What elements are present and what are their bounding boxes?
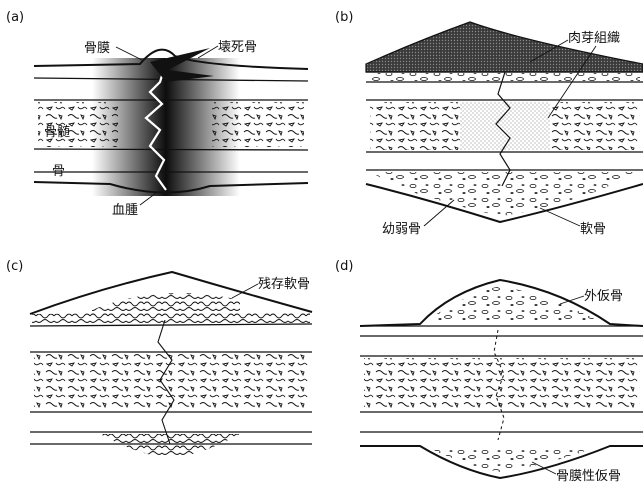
panel-c: (c) 残存軟骨	[6, 259, 312, 458]
panel-a: (a) 骨膜 壊死骨 骨髄 骨 血腫	[6, 10, 308, 218]
label-necrotic-bone: 壊死骨	[218, 40, 257, 55]
label-marrow: 骨髄	[44, 125, 70, 140]
b-marrow-left	[370, 102, 460, 150]
label-external-callus: 外仮骨	[584, 289, 623, 304]
label-hematoma: 血腫	[112, 202, 138, 218]
panel-d-label: (d)	[335, 259, 353, 274]
panel-a-label: (a)	[6, 10, 24, 25]
c-callus-fill	[92, 293, 240, 314]
label-cartilage: 軟骨	[580, 221, 606, 237]
leader-periosteal-callus	[532, 462, 556, 474]
granulation-mound-upper	[366, 22, 643, 72]
label-residual-cartilage: 残存軟骨	[258, 276, 310, 292]
d-marrow-texture	[364, 358, 640, 410]
panel-b: (b) 肉芽組織 幼弱骨 軟骨	[335, 10, 643, 237]
panel-c-label: (c)	[6, 259, 23, 274]
label-bone: 骨	[52, 164, 65, 179]
label-periosteum: 骨膜	[84, 41, 110, 56]
b-woven-bone-fill	[370, 172, 640, 216]
panel-b-label: (b)	[335, 10, 353, 25]
b-granulation-stipple	[460, 102, 550, 150]
label-granulation-tissue: 肉芽組織	[568, 31, 620, 46]
marrow-texture-right	[212, 102, 304, 147]
label-woven-bone: 幼弱骨	[382, 222, 421, 237]
b-marrow-right	[550, 102, 640, 150]
leader-cartilage	[540, 208, 580, 226]
b-upper-callus	[370, 73, 640, 81]
marrow-bottom-line	[34, 149, 308, 150]
c-lower-callus	[100, 434, 240, 458]
panel-d: (d) 外仮骨 骨膜性仮骨	[335, 259, 643, 484]
label-periosteal-callus: 骨膜性仮骨	[556, 469, 621, 484]
